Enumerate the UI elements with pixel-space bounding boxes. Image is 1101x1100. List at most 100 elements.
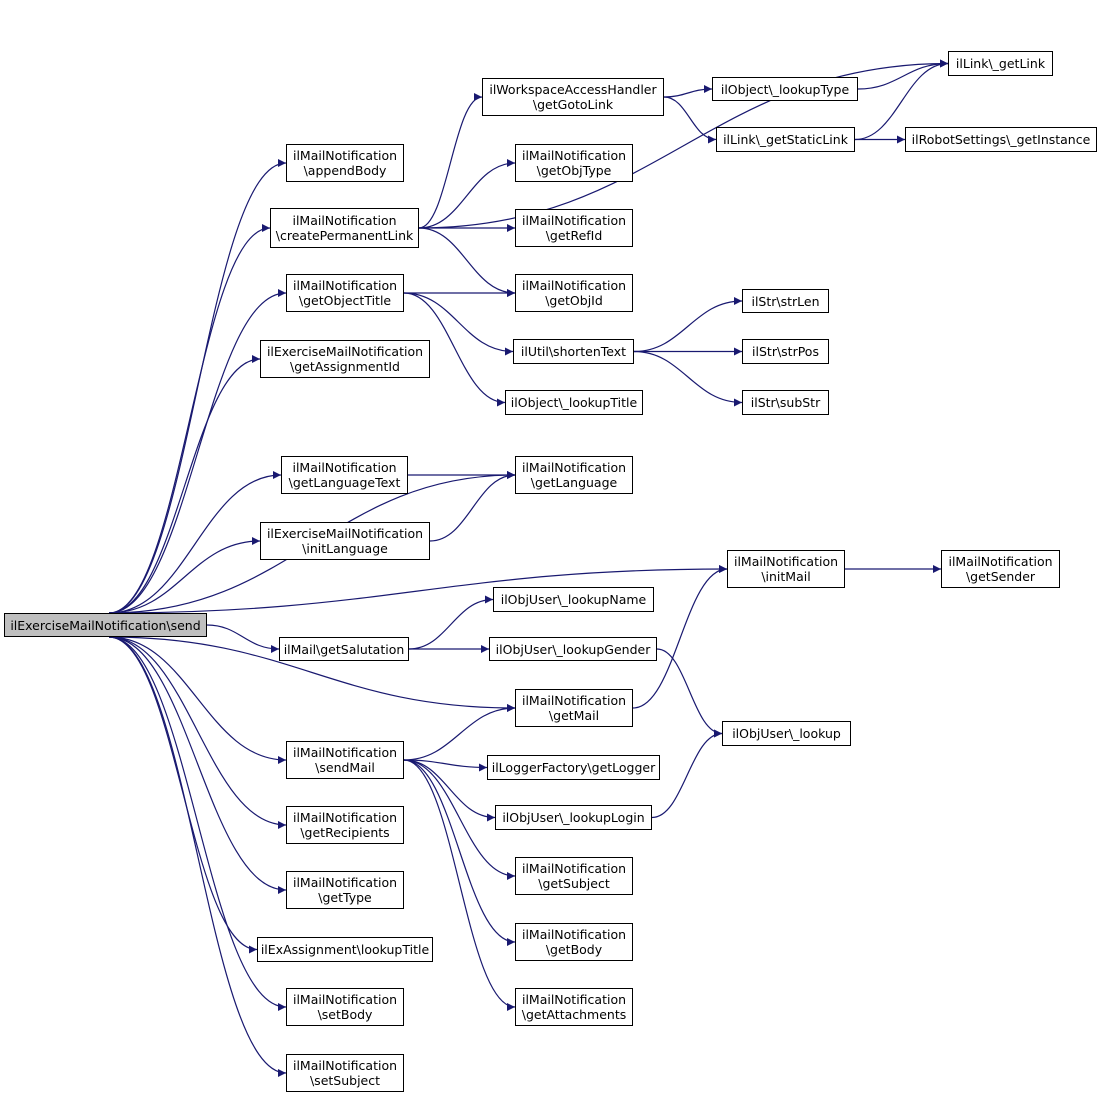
edge-send-to-get-type xyxy=(108,636,287,894)
node-lookup-title-obj[interactable]: ilObject\_lookupTitle xyxy=(505,390,643,415)
node-create-permanent-link[interactable]: ilMailNotification\createPermanentLink xyxy=(270,208,419,248)
node-get-language[interactable]: ilMailNotification\getLanguage xyxy=(515,456,633,494)
node-label: ilObjUser\_lookupGender xyxy=(495,641,651,657)
node-label: ilObjUser\_lookupLogin xyxy=(502,810,645,825)
edge-lookup-type-to-get-link xyxy=(857,59,949,90)
edge-send-to-set-subject xyxy=(108,636,287,1077)
node-set-subject[interactable]: ilMailNotification\setSubject xyxy=(286,1054,404,1092)
edge-create-permanent-link-to-get-goto-link xyxy=(418,93,483,229)
node-label: \setSubject xyxy=(309,1073,381,1088)
edge-send-mail-to-lookup-login xyxy=(403,759,496,822)
node-label: ilMailNotification xyxy=(521,460,627,475)
edge-get-salutation-to-lookup-name xyxy=(408,595,494,650)
node-label: ilRobotSettings\_getInstance xyxy=(911,132,1091,147)
node-label: ilLink\_getLink xyxy=(955,56,1046,71)
node-get-object-title[interactable]: ilMailNotification\getObjectTitle xyxy=(286,274,404,312)
node-get-link[interactable]: ilLink\_getLink xyxy=(948,51,1053,76)
node-get-salutation[interactable]: ilMail\getSalutation xyxy=(279,637,409,661)
node-init-mail[interactable]: ilMailNotification\initMail xyxy=(727,550,845,588)
node-get-sender[interactable]: ilMailNotification\getSender xyxy=(941,550,1060,588)
node-label: ilMailNotification xyxy=(292,278,398,293)
node-label: ilMailNotification xyxy=(292,1058,398,1073)
node-get-static-link[interactable]: ilLink\_getStaticLink xyxy=(716,127,855,152)
node-label: ilMailNotification xyxy=(292,460,397,475)
edge-create-permanent-link-to-get-obj-id xyxy=(418,227,516,297)
node-label: \getObjId xyxy=(545,293,603,308)
edge-lookup-gender-to-lookup xyxy=(656,648,723,738)
edge-lookup-login-to-lookup xyxy=(651,729,723,819)
node-str-pos[interactable]: ilStr\strPos xyxy=(742,339,829,364)
edge-send-to-send-mail xyxy=(108,636,287,764)
edge-send-to-get-recipients xyxy=(108,636,287,829)
node-get-obj-id[interactable]: ilMailNotification\getObjId xyxy=(515,274,633,312)
node-get-type[interactable]: ilMailNotification\getType xyxy=(286,871,404,909)
node-label: ilObjUser\_lookupName xyxy=(500,592,647,607)
node-get-logger[interactable]: ilLoggerFactory\getLogger xyxy=(487,755,660,780)
node-label: ilMailNotification xyxy=(292,875,398,890)
node-sub-str[interactable]: ilStr\subStr xyxy=(742,390,829,415)
node-lookup-login[interactable]: ilObjUser\_lookupLogin xyxy=(495,805,652,830)
node-label: \getLanguage xyxy=(530,475,618,490)
node-set-body[interactable]: ilMailNotification\setBody xyxy=(286,988,404,1026)
node-label: ilExAssignment\lookupTitle xyxy=(260,942,430,957)
node-label: ilMailNotification xyxy=(521,927,627,942)
node-shorten-text[interactable]: ilUtil\shortenText xyxy=(513,339,634,364)
node-get-obj-type[interactable]: ilMailNotification\getObjType xyxy=(515,144,633,182)
node-label: ilMailNotification xyxy=(521,992,627,1007)
node-label: \getSubject xyxy=(538,876,610,891)
edge-get-static-link-to-get-link xyxy=(854,59,949,141)
node-label: \getAttachments xyxy=(521,1007,627,1022)
edge-create-permanent-link-to-get-obj-type xyxy=(418,159,516,229)
node-get-recipients[interactable]: ilMailNotification\getRecipients xyxy=(286,806,404,844)
node-get-subject[interactable]: ilMailNotification\getSubject xyxy=(515,857,633,895)
node-label: \createPermanentLink xyxy=(275,228,414,243)
node-lookup-gender[interactable]: ilObjUser\_lookupGender xyxy=(489,637,657,661)
node-init-language[interactable]: ilExerciseMailNotification\initLanguage xyxy=(260,522,430,560)
node-send[interactable]: ilExerciseMailNotification\send xyxy=(4,613,207,637)
node-label: ilStr\strLen xyxy=(751,293,820,309)
node-label: ilLoggerFactory\getLogger xyxy=(491,760,656,775)
node-label: ilMailNotification xyxy=(948,554,1053,569)
node-label: \appendBody xyxy=(303,163,387,178)
node-label: ilMailNotification xyxy=(292,148,398,163)
node-label: ilExerciseMailNotification\send xyxy=(10,617,201,633)
node-label: \getLanguageText xyxy=(288,475,401,490)
node-get-body[interactable]: ilMailNotification\getBody xyxy=(515,923,633,961)
node-get-mail[interactable]: ilMailNotification\getMail xyxy=(515,689,633,727)
node-get-language-text[interactable]: ilMailNotification\getLanguageText xyxy=(281,456,408,494)
edge-send-mail-to-get-body xyxy=(403,759,516,946)
node-label: ilMailNotification xyxy=(292,992,398,1007)
node-append-body[interactable]: ilMailNotification\appendBody xyxy=(286,144,404,182)
node-get-goto-link[interactable]: ilWorkspaceAccessHandler\getGotoLink xyxy=(482,78,664,116)
node-label: ilMailNotification xyxy=(521,213,627,228)
node-label: \getObjType xyxy=(536,163,612,178)
edge-init-language-to-get-language xyxy=(429,471,516,542)
node-label: ilMailNotification xyxy=(733,554,839,569)
edge-send-to-get-mail xyxy=(108,636,516,712)
node-lookup[interactable]: ilObjUser\_lookup xyxy=(722,721,851,746)
node-get-ref-id[interactable]: ilMailNotification\getRefId xyxy=(515,209,633,247)
node-label: \getType xyxy=(318,890,372,905)
node-label: ilMailNotification xyxy=(521,693,627,708)
node-label: ilExerciseMailNotification xyxy=(266,526,424,541)
node-get-instance[interactable]: ilRobotSettings\_getInstance xyxy=(905,127,1097,152)
node-label: \getObjectTitle xyxy=(298,293,392,308)
node-send-mail[interactable]: ilMailNotification\sendMail xyxy=(286,741,404,779)
node-lookup-type[interactable]: ilObject\_lookupType xyxy=(712,77,858,101)
node-label: ilMailNotification xyxy=(521,148,627,163)
node-label: ilUtil\shortenText xyxy=(520,344,627,359)
node-label: ilStr\subStr xyxy=(750,395,821,410)
node-label: ilMailNotification xyxy=(521,278,627,293)
node-get-attachments[interactable]: ilMailNotification\getAttachments xyxy=(515,988,633,1026)
edge-send-to-init-language xyxy=(108,537,261,614)
edge-send-to-create-permanent-link xyxy=(108,224,271,614)
node-get-assignment-id[interactable]: ilExerciseMailNotification\getAssignment… xyxy=(260,340,430,378)
node-lookup-name[interactable]: ilObjUser\_lookupName xyxy=(493,587,654,612)
edge-send-to-get-salutation xyxy=(206,624,280,653)
node-str-len[interactable]: ilStr\strLen xyxy=(742,289,829,313)
node-lookup-title-ex[interactable]: ilExAssignment\lookupTitle xyxy=(257,937,433,962)
edge-get-object-title-to-shorten-text xyxy=(403,292,514,356)
node-label: \setBody xyxy=(317,1007,373,1022)
